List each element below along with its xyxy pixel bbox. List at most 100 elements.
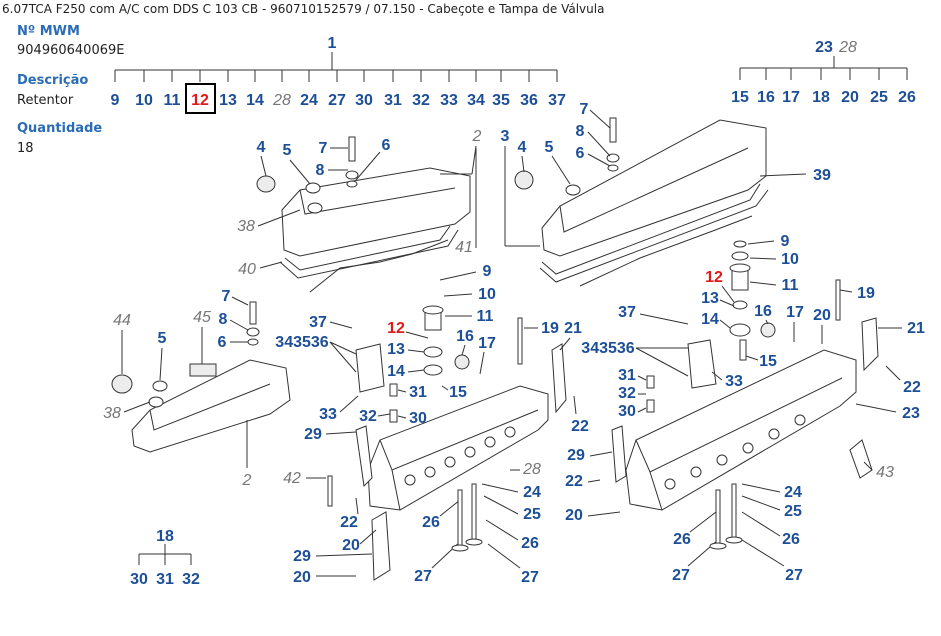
callout-10r[interactable]: 10 (781, 251, 799, 268)
callout-tree23-17[interactable]: 17 (782, 89, 800, 106)
callout-tree1-27[interactable]: 27 (328, 92, 346, 109)
callout-4[interactable]: 4 (257, 139, 266, 156)
callout-12r[interactable]: 12 (705, 269, 723, 286)
callout-15[interactable]: 15 (449, 384, 467, 401)
callout-tree1-33[interactable]: 33 (440, 92, 458, 109)
callout-22[interactable]: 22 (571, 418, 589, 435)
callout-tree23-15[interactable]: 15 (731, 89, 749, 106)
callout-7b[interactable]: 7 (580, 101, 589, 118)
callout-30[interactable]: 30 (409, 410, 427, 427)
callout-15r[interactable]: 15 (759, 353, 777, 370)
callout-23[interactable]: 23 (815, 39, 833, 56)
callout-22b[interactable]: 22 (340, 514, 358, 531)
callout-22c[interactable]: 20 (293, 569, 311, 586)
callout-26[interactable]: 26 (422, 514, 440, 531)
callout-38c[interactable]: 38 (103, 405, 121, 422)
callout-41[interactable]: 41 (455, 239, 473, 256)
callout-2[interactable]: 2 (472, 128, 482, 145)
callout-tree1-34[interactable]: 34 (467, 92, 485, 109)
callout-29r[interactable]: 29 (567, 447, 585, 464)
callout-32[interactable]: 32 (182, 571, 200, 588)
callout-tree1-36[interactable]: 36 (520, 92, 538, 109)
callout-20[interactable]: 20 (342, 537, 360, 554)
callout-31[interactable]: 31 (156, 571, 174, 588)
callout-30[interactable]: 30 (130, 571, 148, 588)
callout-45[interactable]: 45 (193, 309, 211, 326)
callout-19[interactable]: 19 (541, 320, 559, 337)
callout-5[interactable]: 5 (283, 142, 292, 159)
callout-3[interactable]: 3 (501, 128, 510, 145)
callout-13[interactable]: 13 (387, 341, 405, 358)
callout-tree1-14[interactable]: 14 (246, 92, 264, 109)
callout-tree23-16[interactable]: 16 (757, 89, 775, 106)
callout-31[interactable]: 31 (409, 384, 427, 401)
callout-13r[interactable]: 13 (701, 290, 719, 307)
callout-tree1-11[interactable]: 11 (164, 92, 181, 109)
callout-37r[interactable]: 37 (618, 304, 636, 321)
callout-42[interactable]: 42 (283, 470, 301, 487)
callout-tree1-10[interactable]: 10 (135, 92, 153, 109)
callout-tree23-18[interactable]: 18 (812, 89, 830, 106)
callout-44[interactable]: 44 (113, 312, 131, 329)
callout-16r[interactable]: 16 (754, 303, 772, 320)
callout-1[interactable]: 1 (328, 35, 337, 52)
callout-27[interactable]: 27 (414, 568, 432, 585)
callout-9r[interactable]: 9 (781, 233, 790, 250)
callout-tree1-24[interactable]: 24 (300, 92, 318, 109)
callout-343536r[interactable]: 343536 (581, 340, 634, 357)
callout-8c[interactable]: 8 (219, 311, 228, 328)
callout-tree1-28[interactable]: 28 (272, 92, 291, 109)
callout-7c[interactable]: 7 (222, 288, 231, 305)
callout-16[interactable]: 16 (456, 328, 474, 345)
callout-39[interactable]: 39 (813, 167, 831, 184)
callout-2c[interactable]: 2 (242, 472, 252, 489)
callout-27r[interactable]: 27 (672, 567, 690, 584)
callout-30r[interactable]: 30 (618, 403, 636, 420)
callout-12[interactable]: 12 (387, 320, 405, 337)
callout-6c[interactable]: 6 (218, 334, 227, 351)
callout-29b[interactable]: 29 (293, 548, 311, 565)
callout-343536[interactable]: 343536 (275, 334, 328, 351)
callout-28-alt[interactable]: 28 (838, 39, 857, 56)
callout-38[interactable]: 38 (237, 218, 255, 235)
callout-tree1-31[interactable]: 31 (384, 92, 402, 109)
callout-25[interactable]: 25 (523, 506, 541, 523)
callout-tree23-20[interactable]: 20 (841, 89, 859, 106)
callout-33[interactable]: 33 (319, 406, 337, 423)
callout-20r[interactable]: 20 (813, 307, 831, 324)
callout-tree1-12[interactable]: 12 (191, 92, 209, 109)
callout-tree1-13[interactable]: 13 (219, 92, 237, 109)
callout-26b[interactable]: 26 (521, 535, 539, 552)
callout-tree1-37[interactable]: 37 (548, 92, 566, 109)
callout-9[interactable]: 9 (483, 263, 492, 280)
callout-33r[interactable]: 33 (725, 373, 743, 390)
callout-22r[interactable]: 22 (903, 379, 921, 396)
callout-22r2[interactable]: 22 (565, 473, 583, 490)
callout-tree1-35[interactable]: 35 (492, 92, 510, 109)
callout-6[interactable]: 6 (382, 137, 391, 154)
callout-31r[interactable]: 31 (618, 367, 636, 384)
callout-27b[interactable]: 27 (521, 569, 539, 586)
callout-tree1-9[interactable]: 9 (111, 92, 120, 109)
callout-23r[interactable]: 23 (902, 405, 920, 422)
callout-6b[interactable]: 6 (576, 145, 585, 162)
callout-tree23-26[interactable]: 26 (898, 89, 916, 106)
callout-8[interactable]: 8 (316, 162, 325, 179)
callout-20r2[interactable]: 20 (565, 507, 583, 524)
callout-24[interactable]: 24 (523, 484, 541, 501)
callout-tree1-32[interactable]: 32 (412, 92, 430, 109)
callout-14r[interactable]: 14 (701, 311, 719, 328)
callout-29[interactable]: 29 (304, 426, 322, 443)
callout-11[interactable]: 11 (477, 308, 494, 325)
callout-5c[interactable]: 5 (158, 330, 167, 347)
callout-17[interactable]: 17 (478, 335, 496, 352)
callout-27r2[interactable]: 27 (785, 567, 803, 584)
callout-43[interactable]: 43 (876, 464, 894, 481)
callout-24r[interactable]: 24 (784, 484, 802, 501)
callout-8b[interactable]: 8 (576, 123, 585, 140)
callout-26r2[interactable]: 26 (782, 531, 800, 548)
callout-21r[interactable]: 21 (907, 320, 925, 337)
callout-4b[interactable]: 4 (518, 139, 527, 156)
callout-7[interactable]: 7 (319, 140, 328, 157)
callout-32r[interactable]: 32 (618, 385, 636, 402)
